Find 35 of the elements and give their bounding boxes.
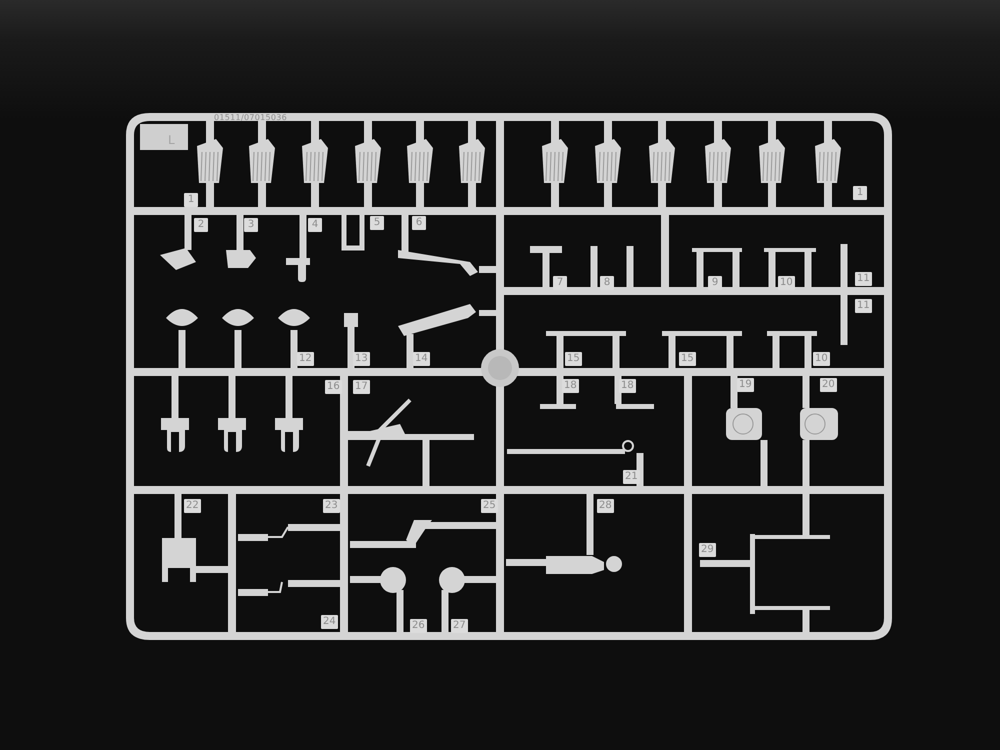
part-number: 15: [565, 352, 582, 366]
part-number: 11: [855, 272, 872, 286]
part-number: 16: [325, 380, 342, 394]
part-number: 25: [481, 499, 498, 513]
part-number: 26: [410, 619, 427, 633]
part-number: 28: [597, 499, 614, 513]
part-number: 7: [553, 276, 567, 290]
part-number: 19: [737, 378, 754, 392]
part-number: 12: [297, 352, 314, 366]
part-number: 22: [184, 499, 201, 513]
part-number: 3: [244, 218, 258, 232]
part-number: 8: [600, 276, 614, 290]
part-number: 23: [323, 499, 340, 513]
part-number: 29: [699, 543, 716, 557]
part-number: 1: [184, 193, 198, 207]
part-number: 9: [708, 276, 722, 290]
part-number: 18: [562, 379, 579, 393]
part-number: 4: [308, 218, 322, 232]
part-number: 10: [778, 276, 795, 290]
part-number: 5: [370, 216, 384, 230]
part-number: 24: [321, 615, 338, 629]
part-number: 17: [353, 380, 370, 394]
part-number: 27: [451, 619, 468, 633]
part-number: 1: [853, 186, 867, 200]
part-number: 10: [813, 352, 830, 366]
part-number: 11: [855, 299, 872, 313]
part-number: 2: [194, 218, 208, 232]
part-number: 14: [413, 352, 430, 366]
part-number: 21: [623, 470, 640, 484]
part-number: 6: [412, 216, 426, 230]
mold-code: 01511/07015036: [214, 113, 288, 122]
part-number: 18: [619, 379, 636, 393]
part-number: 20: [820, 378, 837, 392]
part-number: 13: [353, 352, 370, 366]
part-number: 15: [679, 352, 696, 366]
